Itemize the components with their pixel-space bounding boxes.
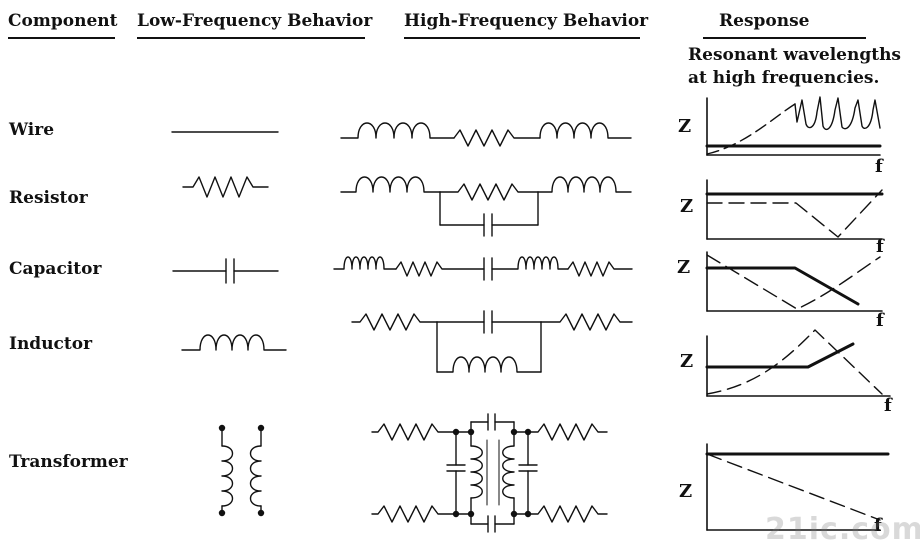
transformer-high-frequency-model bbox=[371, 413, 608, 533]
response-note: Resonant wavelengths at high frequencies… bbox=[688, 45, 902, 88]
row-label-capacitor: Capacitor bbox=[9, 259, 102, 279]
wire-axis-z-label: Z bbox=[678, 116, 691, 137]
header-low-frequency: Low-Frequency Behavior bbox=[137, 11, 373, 31]
resistor-axis-f-label: f bbox=[876, 236, 885, 257]
transformer-axis-z-label: Z bbox=[679, 481, 692, 502]
row-label-wire: Wire bbox=[9, 120, 55, 140]
resistor-response-plot bbox=[705, 179, 884, 240]
wire-axis-f-label: f bbox=[875, 156, 884, 177]
transformer-low-frequency-symbol bbox=[218, 424, 265, 517]
inductor-low-frequency-symbol bbox=[181, 334, 287, 351]
transformer-response-plot bbox=[705, 443, 890, 531]
capacitor-response-plot bbox=[705, 251, 883, 312]
header-underline bbox=[404, 37, 640, 39]
watermark: 21ic.com bbox=[765, 512, 920, 547]
inductor-axis-f-label: f bbox=[884, 395, 893, 416]
row-label-transformer: Transformer bbox=[9, 452, 128, 472]
capacitor-high-frequency-model bbox=[333, 256, 633, 281]
capacitor-axis-f-label: f bbox=[876, 310, 885, 331]
inductor-axis-z-label: Z bbox=[680, 351, 693, 372]
capacitor-axis-z-label: Z bbox=[677, 257, 690, 278]
header-high-frequency: High-Frequency Behavior bbox=[404, 11, 649, 31]
wire-high-frequency-model bbox=[340, 122, 632, 147]
header-underline bbox=[137, 37, 365, 39]
inductor-high-frequency-model bbox=[351, 310, 633, 373]
header-underline bbox=[703, 37, 866, 39]
header-component: Component bbox=[8, 11, 118, 31]
resistor-high-frequency-model bbox=[340, 176, 632, 237]
header-response: Response bbox=[719, 11, 810, 31]
inductor-response-plot bbox=[705, 329, 891, 397]
row-label-resistor: Resistor bbox=[9, 188, 88, 208]
wire-response-plot bbox=[705, 96, 882, 156]
resistor-axis-z-label: Z bbox=[680, 196, 693, 217]
row-label-inductor: Inductor bbox=[9, 334, 93, 354]
header-underline bbox=[8, 37, 115, 39]
resistor-low-frequency-symbol bbox=[182, 176, 269, 198]
transformer-axis-f-label: f bbox=[874, 515, 883, 536]
capacitor-low-frequency-symbol bbox=[172, 258, 279, 284]
